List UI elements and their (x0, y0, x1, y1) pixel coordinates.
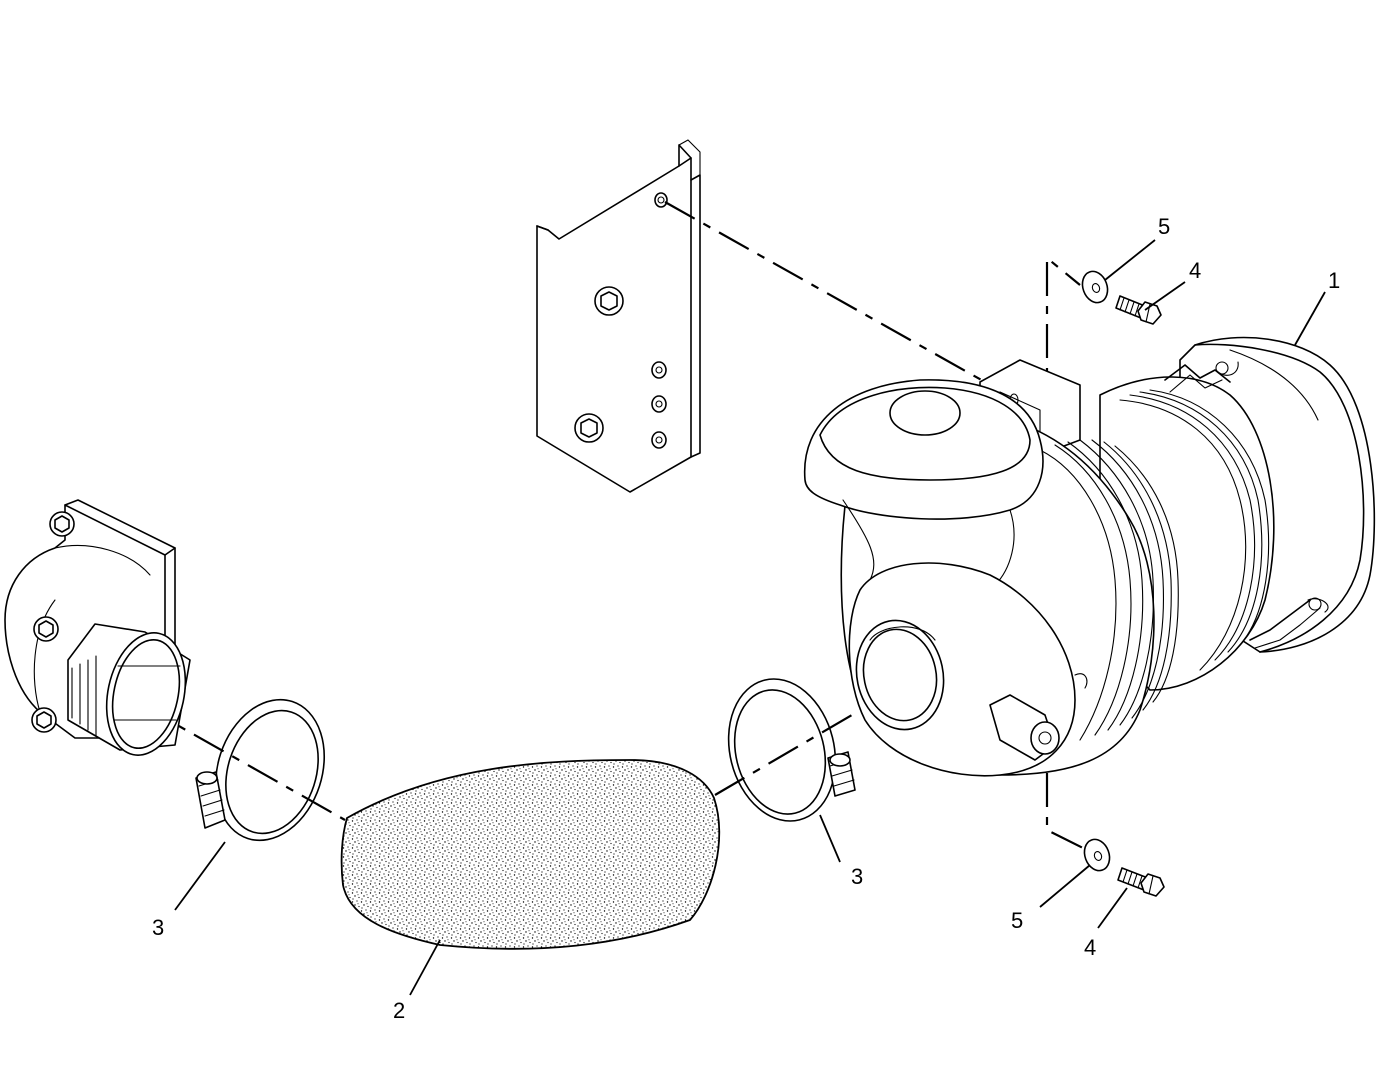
callout-3-right: 3 (851, 864, 863, 889)
alignment-lines (139, 201, 1084, 849)
flange-bolt-head (33, 616, 59, 642)
callout-4-bottom: 4 (1084, 935, 1096, 960)
washer-top (1081, 270, 1109, 304)
mounting-bracket (536, 139, 701, 493)
callouts: 1 2 3 3 4 4 5 5 (152, 214, 1340, 1023)
air-cleaner (803, 336, 1376, 777)
bolt-top (1115, 295, 1162, 325)
callout-2: 2 (393, 998, 405, 1023)
callout-5-top: 5 (1158, 214, 1170, 239)
hose-clamp-right (727, 678, 856, 822)
hose-clamp-left (195, 698, 326, 842)
leader-lines (174, 239, 1326, 996)
callout-1: 1 (1328, 268, 1340, 293)
flange-bolt-head (31, 707, 57, 733)
callout-3-left: 3 (152, 915, 164, 940)
callout-5-bottom: 5 (1011, 908, 1023, 933)
bracket-bolt-head (594, 286, 624, 316)
hose (340, 759, 721, 950)
inlet-elbow (4, 499, 191, 756)
bracket-bolt-head (574, 413, 604, 443)
callout-4-top: 4 (1189, 258, 1201, 283)
bolt-bottom (1117, 867, 1165, 897)
flange-bolt-head (49, 511, 75, 537)
washer-bottom (1083, 838, 1111, 872)
